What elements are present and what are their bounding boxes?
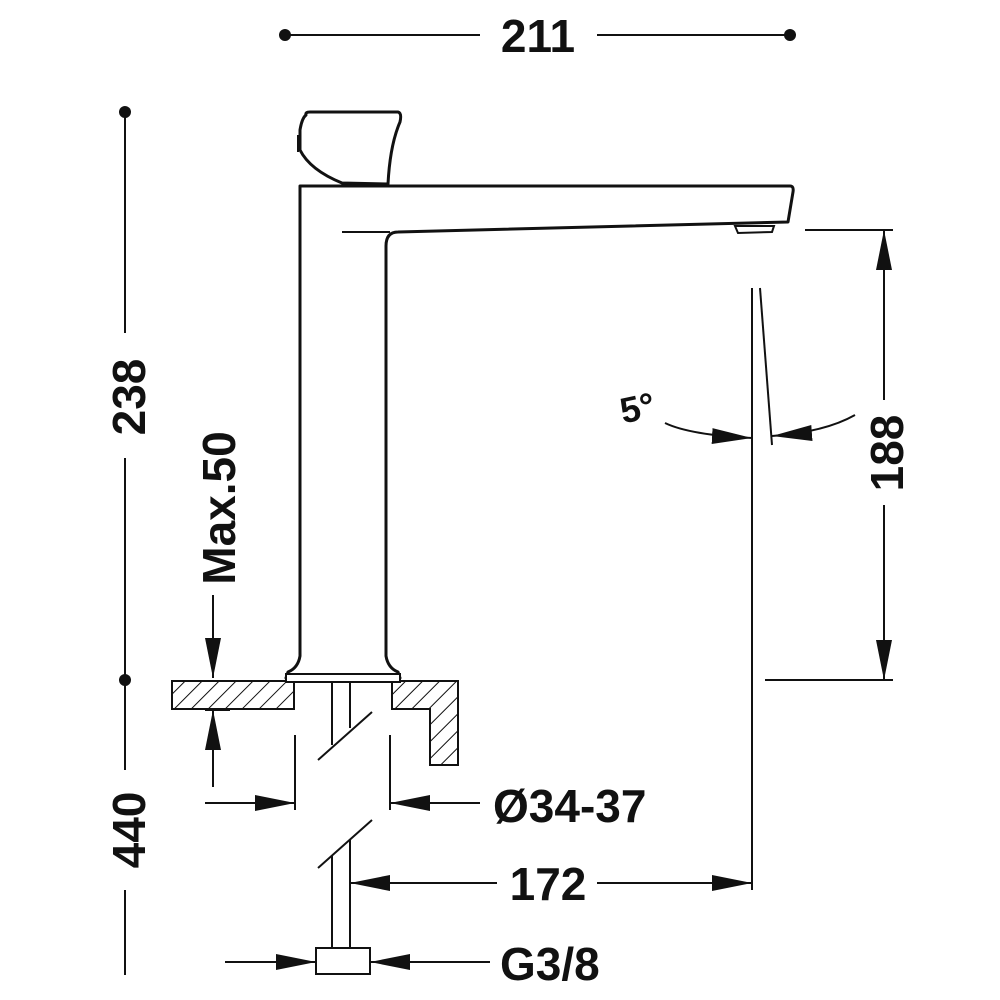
max-thickness-dimension: Max.50 [193, 431, 245, 787]
height-dimension: 238 440 [103, 106, 155, 975]
spray-angle: 5° [616, 287, 856, 446]
spout-reach-label: 172 [510, 858, 587, 910]
supply-hose [315, 682, 373, 975]
spout-height-dimension: 188 [765, 229, 913, 681]
connection-label: G3/8 [500, 938, 600, 990]
counter-top [171, 680, 459, 766]
hole-diameter-label: Ø34-37 [493, 780, 646, 832]
total-height-label: 238 [103, 359, 155, 436]
spray-angle-label: 5° [616, 384, 658, 431]
spout-height-label: 188 [861, 415, 913, 492]
connection-dimension: G3/8 [225, 938, 600, 990]
spout-reach-dimension: 172 [350, 288, 753, 910]
connection-nut [315, 947, 371, 975]
width-dimension: 211 [279, 10, 796, 62]
max-thickness-label: Max.50 [193, 431, 245, 584]
under-length-label: 440 [103, 792, 155, 869]
hole-diameter-dimension: Ø34-37 [205, 735, 646, 832]
width-label: 211 [501, 10, 575, 62]
faucet-body [284, 110, 795, 683]
